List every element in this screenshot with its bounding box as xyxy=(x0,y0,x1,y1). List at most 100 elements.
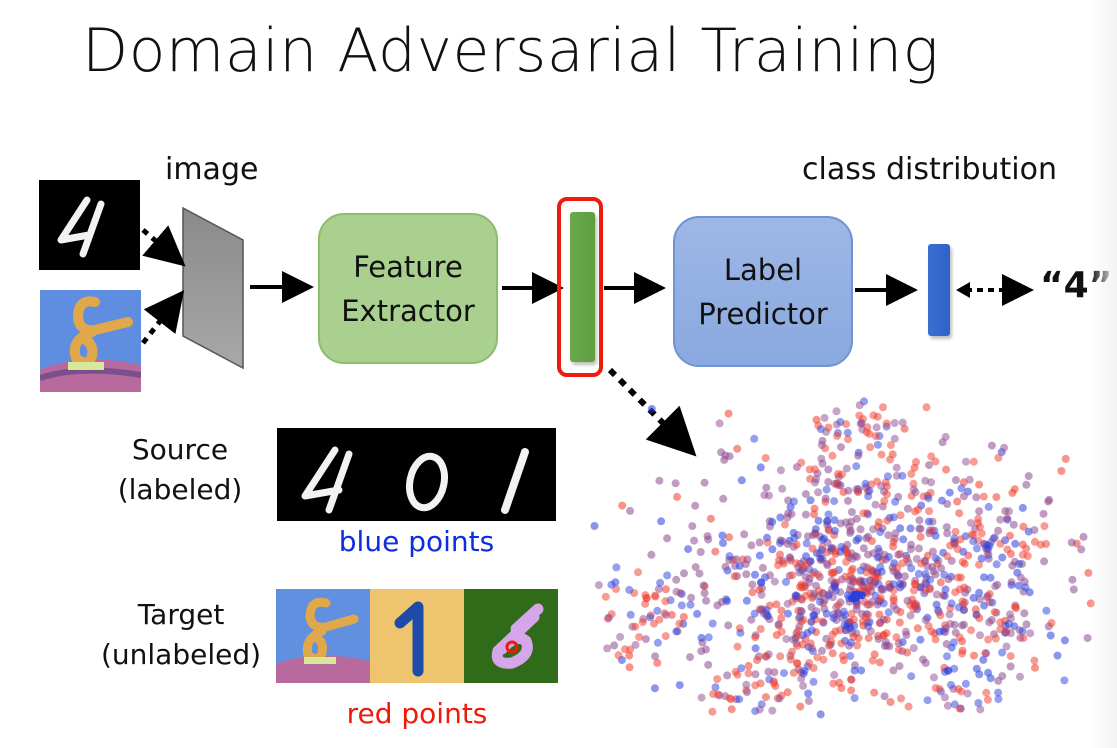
scatter-point xyxy=(986,573,995,582)
scatter-point xyxy=(786,655,795,664)
scatter-point xyxy=(983,695,992,704)
scatter-point xyxy=(842,464,851,473)
scatter-point xyxy=(814,516,823,525)
scatter-point xyxy=(751,670,760,679)
scatter-point xyxy=(921,659,930,667)
scatter-point xyxy=(723,671,732,680)
scatter-point xyxy=(909,644,918,653)
scatter-point xyxy=(690,536,699,545)
scatter-point xyxy=(834,601,843,610)
scatter-point xyxy=(626,645,635,654)
scatter-point xyxy=(979,492,988,501)
scatter-point xyxy=(872,423,881,432)
scatter-point xyxy=(823,517,832,526)
scatter-point xyxy=(1003,545,1012,554)
scatter-point xyxy=(1026,629,1035,638)
scatter-point xyxy=(903,504,912,513)
scatter-point xyxy=(719,494,728,503)
scatter-point xyxy=(975,560,983,569)
scatter-point xyxy=(936,578,945,587)
scatter-point xyxy=(813,653,822,662)
scatter-point xyxy=(854,534,863,543)
scatter-point xyxy=(898,418,907,427)
scatter-point xyxy=(924,622,933,630)
scatter-point xyxy=(907,672,916,681)
scatter-point xyxy=(889,580,898,589)
scatter-point xyxy=(755,551,764,560)
scatter-point xyxy=(653,606,662,615)
scatter-point xyxy=(879,585,887,594)
scatter-point xyxy=(960,620,968,629)
scatter-point xyxy=(925,507,934,516)
scatter-point xyxy=(853,641,862,650)
scatter-point xyxy=(651,652,660,661)
scatter-point xyxy=(869,525,878,534)
scatter-point xyxy=(847,566,856,575)
scatter-point xyxy=(879,403,887,412)
scatter-point xyxy=(906,611,915,620)
scatter-point xyxy=(702,645,710,654)
scatter-point xyxy=(778,484,787,493)
scatter-point xyxy=(894,550,903,559)
scatter-point xyxy=(795,614,803,623)
scatter-point xyxy=(735,695,744,704)
scatter-point xyxy=(954,603,963,612)
scatter-point xyxy=(594,581,603,590)
scatter-point xyxy=(763,538,772,547)
scatter-point xyxy=(784,609,792,618)
scatter-point xyxy=(626,506,635,515)
scatter-point xyxy=(955,509,964,518)
scatter-point xyxy=(868,597,876,606)
scatter-point xyxy=(880,692,889,701)
scatter-point xyxy=(1053,651,1062,660)
scatter-point xyxy=(1010,485,1019,494)
scatter-point xyxy=(780,669,788,678)
scatter-point xyxy=(884,552,893,561)
scatter-point xyxy=(962,457,970,466)
scatter-point xyxy=(900,424,909,433)
scatter-point xyxy=(928,563,937,571)
scatter-point xyxy=(1016,573,1025,582)
scatter-point xyxy=(828,593,837,602)
scatter-point xyxy=(837,443,845,452)
scatter-point xyxy=(1006,652,1015,661)
scatter-point xyxy=(942,465,951,474)
scatter-point xyxy=(1030,656,1039,665)
scatter-point xyxy=(926,575,935,584)
scatter-point xyxy=(672,575,681,584)
scatter-point xyxy=(903,648,912,657)
scatter-point xyxy=(1008,561,1017,570)
scatter-point xyxy=(870,650,879,659)
scatter-point xyxy=(996,515,1005,524)
scatter-point xyxy=(976,705,985,714)
scatter-point xyxy=(896,524,905,533)
scatter-point xyxy=(988,598,997,607)
scatter-point xyxy=(816,710,825,719)
scatter-point xyxy=(947,680,955,689)
scatter-point xyxy=(830,497,839,506)
scatter-point xyxy=(998,648,1007,657)
scatter-point xyxy=(891,497,900,506)
digits-816-glyphs xyxy=(276,589,558,683)
scatter-point xyxy=(894,645,903,654)
scatter-point xyxy=(776,539,785,548)
scatter-point xyxy=(895,662,904,671)
scatter-point xyxy=(860,577,868,586)
scatter-point xyxy=(743,688,751,697)
scatter-point xyxy=(970,651,978,660)
scatter-point xyxy=(695,569,704,578)
target-digits-image xyxy=(276,589,558,683)
scatter-point xyxy=(733,444,742,453)
scatter-point xyxy=(921,570,930,578)
scatter-point xyxy=(891,529,900,538)
scatter-point xyxy=(911,488,920,497)
scatter-point xyxy=(835,678,844,687)
scatter-point xyxy=(704,535,713,544)
scatter-point xyxy=(925,461,933,470)
scatter-point xyxy=(960,583,969,592)
scatter-point xyxy=(870,688,879,697)
scatter-point xyxy=(899,535,908,544)
scatter-point xyxy=(986,674,995,683)
